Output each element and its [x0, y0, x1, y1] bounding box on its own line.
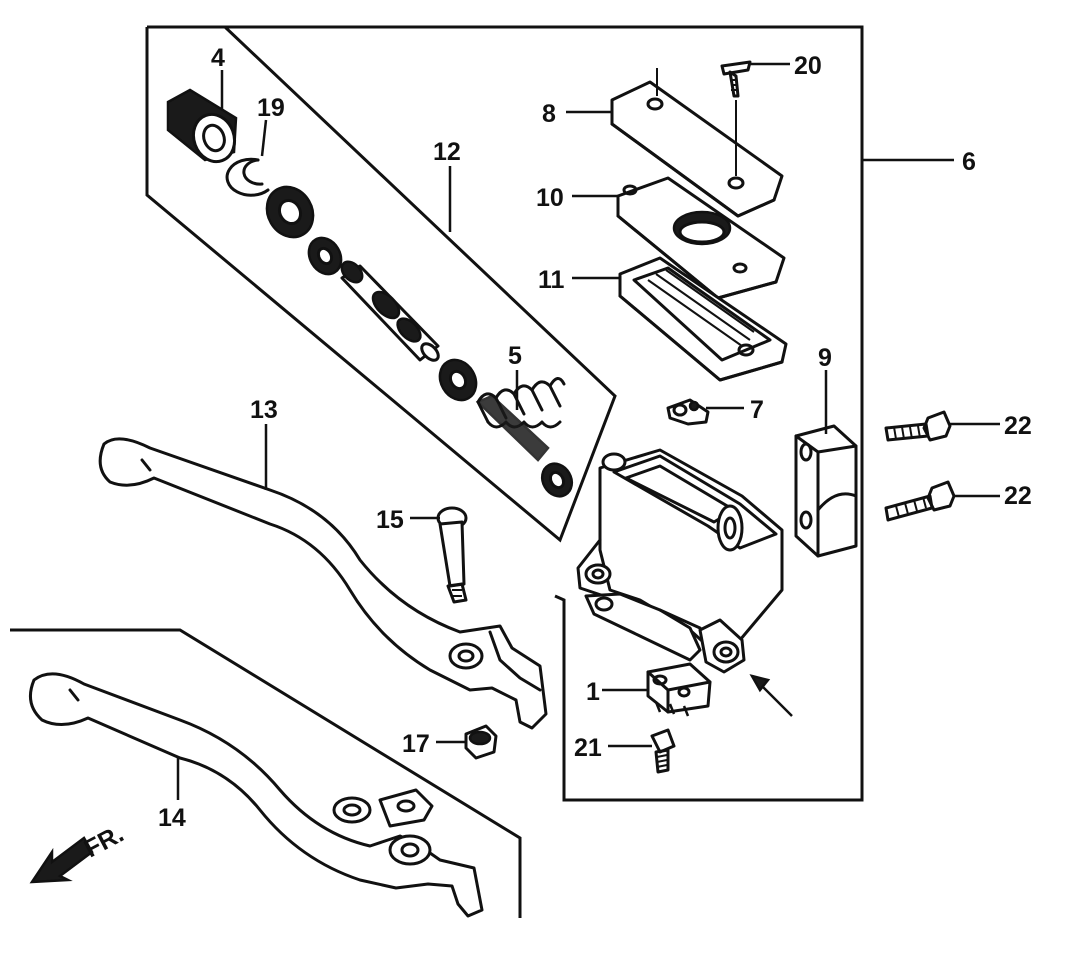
- callout-22-upper: 22: [1004, 412, 1032, 440]
- callout-13: 13: [250, 396, 278, 424]
- piston-kit-frame-12: [145, 25, 617, 543]
- snap-ring-19: [225, 157, 270, 197]
- spring-5: [475, 377, 566, 462]
- callout-17: 17: [402, 730, 430, 758]
- secondary-cup: [438, 358, 478, 402]
- direction-arrow: FR.: [29, 820, 128, 884]
- assembly-frame-6: [147, 25, 864, 802]
- callout-19: 19: [257, 94, 285, 122]
- callout-11: 11: [538, 266, 565, 294]
- arrow-pointer: [749, 674, 793, 717]
- callout-7: 7: [750, 396, 764, 424]
- diaphragm-11: [618, 256, 788, 382]
- switch-1: [646, 662, 712, 717]
- piston-seals: [265, 185, 343, 276]
- screw-20: [720, 60, 752, 98]
- callout-4: 4: [211, 44, 225, 72]
- screw-21: [650, 728, 676, 774]
- piston-rod: [340, 260, 440, 362]
- spring-seat: [540, 462, 574, 498]
- leader-lines: [176, 62, 1000, 800]
- callout-12: 12: [433, 138, 461, 166]
- part-7: [666, 398, 710, 426]
- callout-21: 21: [574, 734, 602, 762]
- callout-1: 1: [586, 678, 600, 706]
- callout-8: 8: [542, 100, 556, 128]
- callout-22-lower: 22: [1004, 482, 1032, 510]
- bolt-22-upper: [884, 410, 952, 442]
- callout-5: 5: [508, 342, 522, 370]
- callout-6: 6: [962, 148, 976, 176]
- bolt-22-lower: [884, 480, 956, 522]
- clamp-holder-9: [794, 424, 858, 558]
- piston-boot-4: [166, 88, 238, 164]
- callout-15: 15: [376, 506, 404, 534]
- callout-14: 14: [158, 804, 186, 832]
- callout-20: 20: [794, 52, 822, 80]
- reservoir-cap-8: [610, 80, 784, 218]
- callout-labels: 4 19 12 5 8 20 10 11 6 7 9 22 22 13 15 1…: [158, 44, 1032, 832]
- brake-lever-14: [28, 672, 484, 918]
- lever-14-frame: [10, 628, 522, 918]
- pivot-bolt-15: [436, 506, 468, 604]
- callout-10: 10: [536, 184, 564, 212]
- nut-17: [464, 724, 498, 760]
- master-cylinder-body: [576, 448, 784, 674]
- screw-axis-lines: [656, 68, 737, 176]
- brake-lever-13: [98, 437, 548, 730]
- callout-9: 9: [818, 344, 832, 372]
